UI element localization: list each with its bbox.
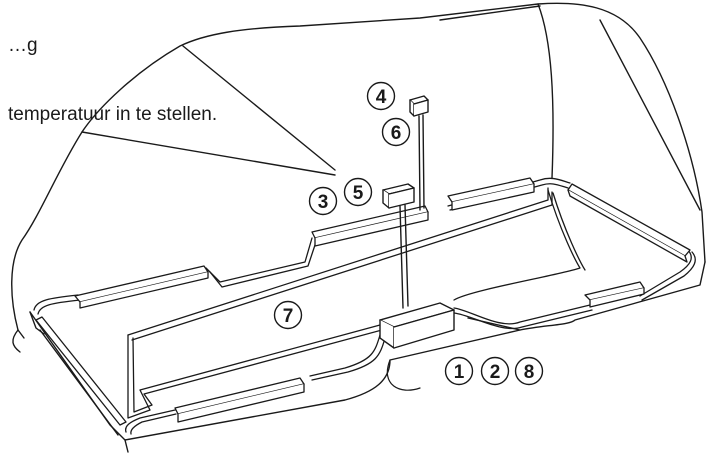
radiator-right-front	[584, 281, 645, 308]
callout-5: 5	[343, 177, 373, 207]
control-unit	[379, 302, 455, 349]
callout-1: 1	[444, 356, 474, 386]
radiator-left-side	[35, 316, 127, 426]
sensor-5	[382, 183, 415, 309]
callout-2-label: 2	[490, 362, 501, 383]
radiator-right-side	[567, 183, 691, 263]
callout-1-label: 1	[454, 362, 465, 383]
caption-text: …g temperatuur in te stellen.	[8, 0, 217, 149]
radiator-center	[311, 205, 429, 247]
callout-8: 8	[514, 356, 544, 386]
caption-line-2: temperatuur in te stellen.	[8, 104, 218, 125]
callout-4: 4	[366, 81, 396, 111]
radiator-units	[35, 177, 691, 426]
radiator-right-rear	[447, 177, 535, 211]
callout-2: 2	[480, 356, 510, 386]
callout-4-label: 4	[376, 87, 387, 108]
vehicle-body-outline	[11, 2, 706, 353]
sensor-4	[409, 95, 429, 211]
caption-line-1: …g	[8, 35, 38, 56]
callout-7: 7	[273, 300, 303, 330]
radiator-left-front	[174, 377, 305, 423]
callout-6-label: 6	[391, 123, 402, 144]
callout-5-label: 5	[353, 183, 364, 204]
radiator-left-rear	[74, 265, 209, 309]
callout-6: 6	[381, 117, 411, 147]
callout-8-label: 8	[524, 362, 535, 383]
heating-pipes	[33, 177, 696, 435]
callout-3: 3	[308, 186, 338, 216]
callout-3-label: 3	[318, 192, 329, 213]
callout-7-label: 7	[283, 306, 294, 327]
